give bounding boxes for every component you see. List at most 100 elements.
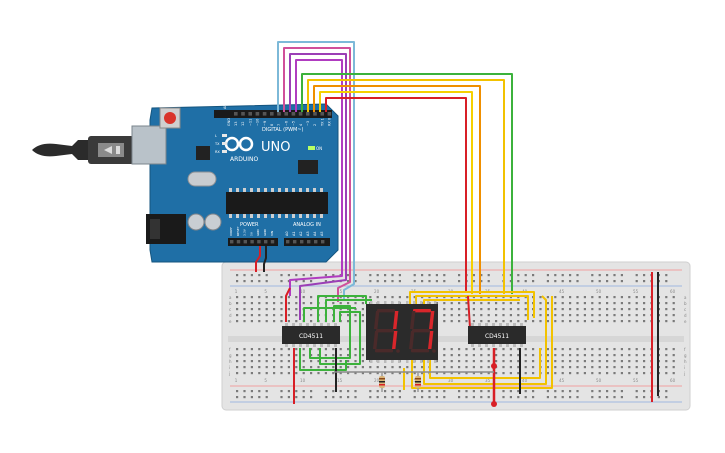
- breadboard-hole[interactable]: [332, 396, 335, 399]
- breadboard-hole[interactable]: [502, 372, 505, 375]
- breadboard-hole[interactable]: [391, 390, 394, 393]
- breadboard-hole[interactable]: [280, 296, 283, 299]
- breadboard-hole[interactable]: [354, 354, 357, 357]
- breadboard-hole[interactable]: [458, 302, 461, 305]
- breadboard-hole[interactable]: [643, 348, 646, 351]
- breadboard-hole[interactable]: [376, 390, 379, 393]
- breadboard-hole[interactable]: [628, 320, 631, 323]
- breadboard-hole[interactable]: [635, 280, 638, 283]
- breadboard-hole[interactable]: [635, 302, 638, 305]
- breadboard-hole[interactable]: [509, 390, 512, 393]
- breadboard-hole[interactable]: [487, 348, 490, 351]
- breadboard-hole[interactable]: [406, 372, 409, 375]
- breadboard-hole[interactable]: [250, 274, 253, 277]
- breadboard-hole[interactable]: [561, 366, 564, 369]
- breadboard-hole[interactable]: [598, 366, 601, 369]
- breadboard-hole[interactable]: [324, 354, 327, 357]
- breadboard-hole[interactable]: [613, 366, 616, 369]
- breadboard-hole[interactable]: [472, 280, 475, 283]
- breadboard-hole[interactable]: [413, 396, 416, 399]
- breadboard-hole[interactable]: [369, 366, 372, 369]
- breadboard-hole[interactable]: [561, 360, 564, 363]
- header-pin[interactable]: [313, 112, 317, 116]
- breadboard-hole[interactable]: [546, 302, 549, 305]
- breadboard-hole[interactable]: [472, 302, 475, 305]
- breadboard-hole[interactable]: [620, 354, 623, 357]
- breadboard-hole[interactable]: [539, 296, 542, 299]
- breadboard-hole[interactable]: [524, 354, 527, 357]
- breadboard-hole[interactable]: [302, 354, 305, 357]
- breadboard-hole[interactable]: [576, 360, 579, 363]
- breadboard-hole[interactable]: [665, 354, 668, 357]
- breadboard-hole[interactable]: [576, 354, 579, 357]
- header-pin[interactable]: [250, 240, 254, 244]
- breadboard-hole[interactable]: [347, 308, 350, 311]
- breadboard-hole[interactable]: [502, 302, 505, 305]
- breadboard-hole[interactable]: [443, 296, 446, 299]
- breadboard-hole[interactable]: [332, 302, 335, 305]
- breadboard-hole[interactable]: [324, 390, 327, 393]
- breadboard-hole[interactable]: [243, 314, 246, 317]
- breadboard-hole[interactable]: [561, 354, 564, 357]
- breadboard-hole[interactable]: [628, 296, 631, 299]
- breadboard-hole[interactable]: [517, 320, 520, 323]
- breadboard-hole[interactable]: [620, 390, 623, 393]
- chip-cd4511-right[interactable]: CD4511: [468, 326, 526, 344]
- breadboard-hole[interactable]: [243, 308, 246, 311]
- breadboard-hole[interactable]: [583, 302, 586, 305]
- breadboard-hole[interactable]: [465, 314, 468, 317]
- breadboard-hole[interactable]: [265, 274, 268, 277]
- breadboard-hole[interactable]: [398, 274, 401, 277]
- breadboard-hole[interactable]: [591, 320, 594, 323]
- breadboard-hole[interactable]: [450, 360, 453, 363]
- breadboard-hole[interactable]: [635, 390, 638, 393]
- breadboard-hole[interactable]: [487, 360, 490, 363]
- breadboard-hole[interactable]: [265, 302, 268, 305]
- breadboard-hole[interactable]: [317, 366, 320, 369]
- breadboard-hole[interactable]: [339, 348, 342, 351]
- breadboard-hole[interactable]: [591, 308, 594, 311]
- breadboard-hole[interactable]: [324, 280, 327, 283]
- breadboard-hole[interactable]: [480, 314, 483, 317]
- breadboard-hole[interactable]: [354, 366, 357, 369]
- breadboard-hole[interactable]: [458, 354, 461, 357]
- breadboard-hole[interactable]: [339, 308, 342, 311]
- breadboard-hole[interactable]: [273, 360, 276, 363]
- breadboard-hole[interactable]: [502, 396, 505, 399]
- breadboard-hole[interactable]: [502, 348, 505, 351]
- breadboard-hole[interactable]: [628, 354, 631, 357]
- breadboard-hole[interactable]: [310, 314, 313, 317]
- breadboard-hole[interactable]: [643, 308, 646, 311]
- breadboard-hole[interactable]: [287, 360, 290, 363]
- breadboard-hole[interactable]: [258, 390, 261, 393]
- breadboard-hole[interactable]: [517, 302, 520, 305]
- breadboard-hole[interactable]: [502, 296, 505, 299]
- breadboard-hole[interactable]: [465, 360, 468, 363]
- breadboard-hole[interactable]: [458, 366, 461, 369]
- breadboard-hole[interactable]: [613, 354, 616, 357]
- breadboard-hole[interactable]: [606, 348, 609, 351]
- breadboard-hole[interactable]: [606, 280, 609, 283]
- breadboard-hole[interactable]: [465, 396, 468, 399]
- breadboard-hole[interactable]: [554, 396, 557, 399]
- breadboard-hole[interactable]: [487, 396, 490, 399]
- breadboard-hole[interactable]: [310, 348, 313, 351]
- breadboard-hole[interactable]: [295, 348, 298, 351]
- breadboard-hole[interactable]: [273, 308, 276, 311]
- breadboard-hole[interactable]: [569, 348, 572, 351]
- breadboard-hole[interactable]: [384, 390, 387, 393]
- breadboard-hole[interactable]: [250, 280, 253, 283]
- breadboard-hole[interactable]: [509, 396, 512, 399]
- breadboard-hole[interactable]: [472, 320, 475, 323]
- breadboard-hole[interactable]: [606, 372, 609, 375]
- breadboard-hole[interactable]: [539, 314, 542, 317]
- breadboard-hole[interactable]: [428, 390, 431, 393]
- breadboard-hole[interactable]: [598, 314, 601, 317]
- breadboard-hole[interactable]: [443, 360, 446, 363]
- breadboard-hole[interactable]: [450, 372, 453, 375]
- breadboard-hole[interactable]: [554, 314, 557, 317]
- breadboard-hole[interactable]: [480, 396, 483, 399]
- breadboard-hole[interactable]: [546, 372, 549, 375]
- breadboard-hole[interactable]: [465, 302, 468, 305]
